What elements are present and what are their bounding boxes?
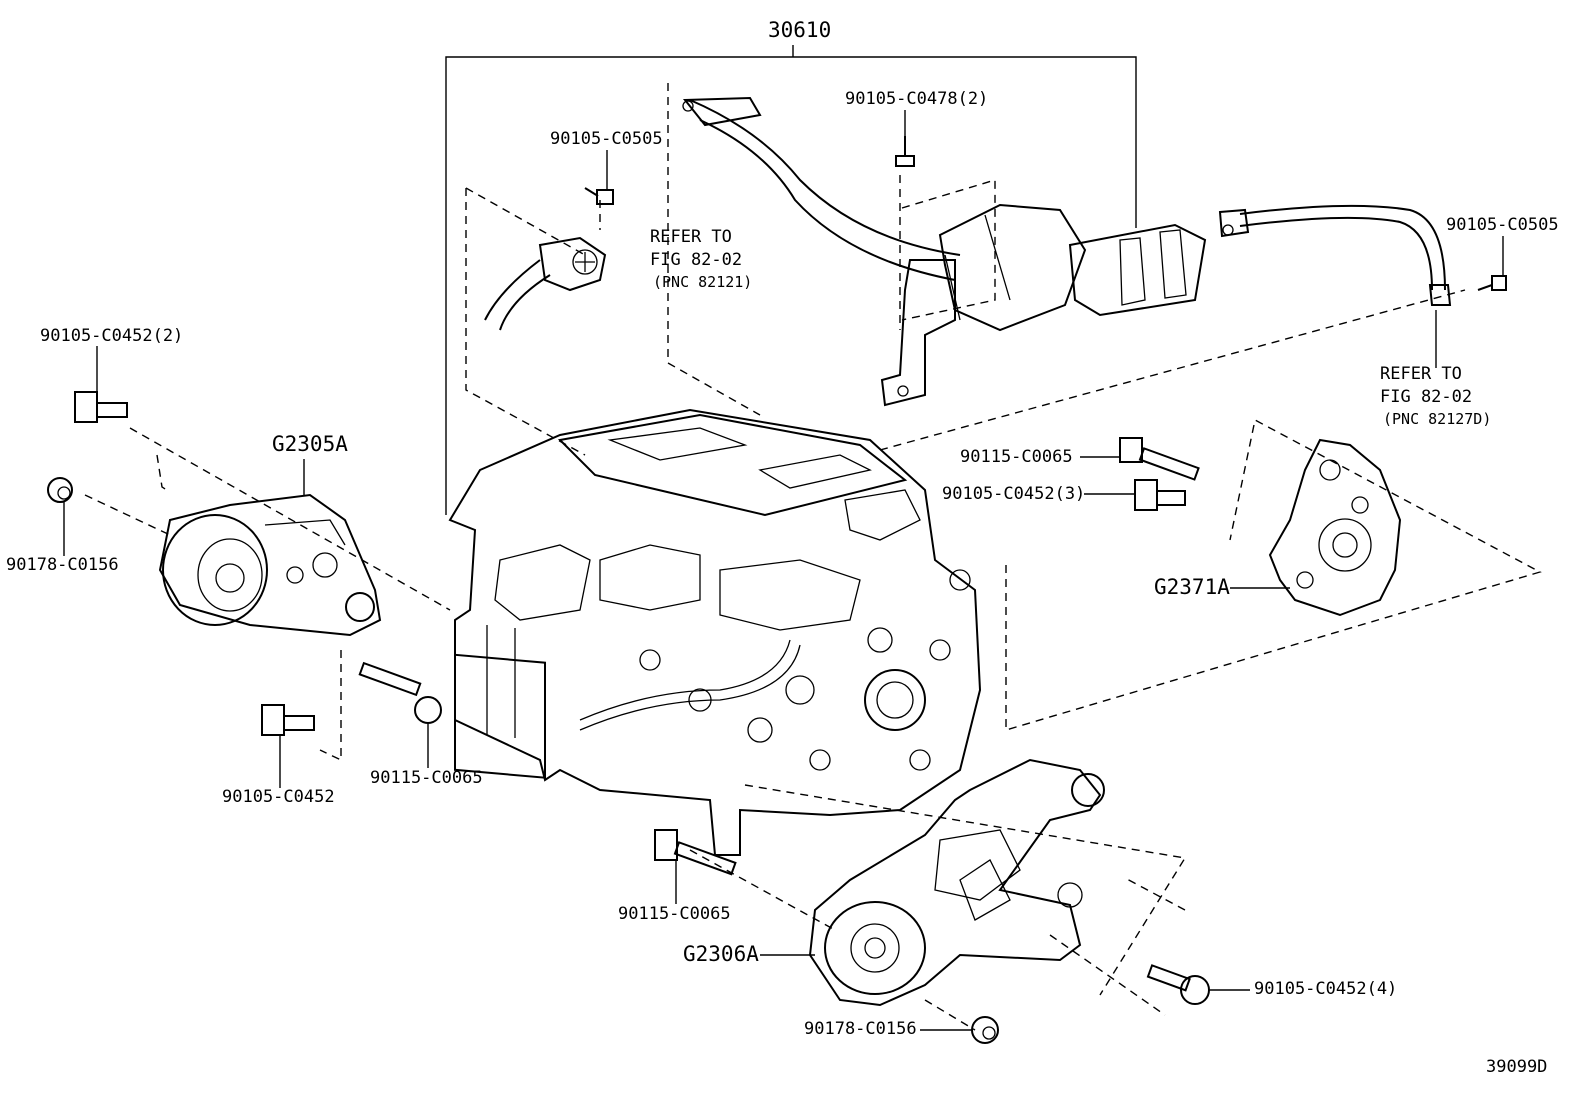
right-engine-mount [1268,438,1402,617]
bolt-left-mount-bottom-icon [261,704,315,736]
callout-bolt-right-mount: 90105-C0452(3) [942,484,1086,504]
assembly-number: 30610 [768,18,832,42]
callout-bolt-cable-left: 90105-C0505 [550,129,663,149]
left-cable [484,236,607,331]
callout-bolt-bottom-right: 90105-C0452(4) [1254,979,1398,999]
dashed-guides [84,83,1542,1031]
callout-bolt-top-center: 90105-C0478(2) [845,89,989,109]
bolt-top-center-icon [895,136,915,167]
bolt-bottom-right-icon [1146,964,1210,1005]
inverter-transaxle-unit [448,408,982,856]
bolt-bottom-long-icon [654,829,737,876]
reference-right-line2: FIG 82-02 [1380,387,1473,407]
callout-cap-bottom: 90178-C0156 [804,1019,917,1039]
assembly-bracket [445,45,1137,515]
bolt-left-long-icon [358,661,442,724]
left-engine-mount [158,493,382,637]
bottom-engine-mount [808,758,1105,1007]
cap-left-icon [47,477,73,503]
upper-cable-assembly [682,96,1207,407]
callout-bolt-bottom-long: 90115-C0065 [618,904,731,924]
reference-left-line3: (PNC 82121) [653,273,753,291]
bolt-cable-left-icon [584,187,614,205]
callout-cap-left: 90178-C0156 [6,555,119,575]
bolt-right-mount-icon [1134,479,1186,511]
part-bottom-mount: G2306A [683,942,759,966]
callout-bolt-cable-right: 90105-C0505 [1446,215,1559,235]
part-left-mount: G2305A [272,432,348,456]
callout-bolt-right-long: 90115-C0065 [960,447,1073,467]
reference-left-line1: REFER TO [650,227,732,247]
callout-bolt-left-mount-top: 90105-C0452(2) [40,326,184,346]
reference-left-line2: FIG 82-02 [650,250,743,270]
callout-leaders [63,110,1504,1031]
reference-right-line1: REFER TO [1380,364,1462,384]
callout-bolt-left-mount-bottom: 90105-C0452 [222,787,335,807]
bolt-left-mount-top-icon [74,391,128,423]
right-ground-cable [1218,204,1452,368]
reference-right-line3: (PNC 82127D) [1383,410,1492,428]
callout-bolt-left-long: 90115-C0065 [370,768,483,788]
part-right-mount: G2371A [1154,575,1230,599]
bolt-cable-right-icon [1477,275,1507,291]
figure-code: 39099D [1486,1057,1548,1077]
bolt-right-long-icon [1119,437,1200,481]
cap-bottom-icon [971,1016,999,1044]
